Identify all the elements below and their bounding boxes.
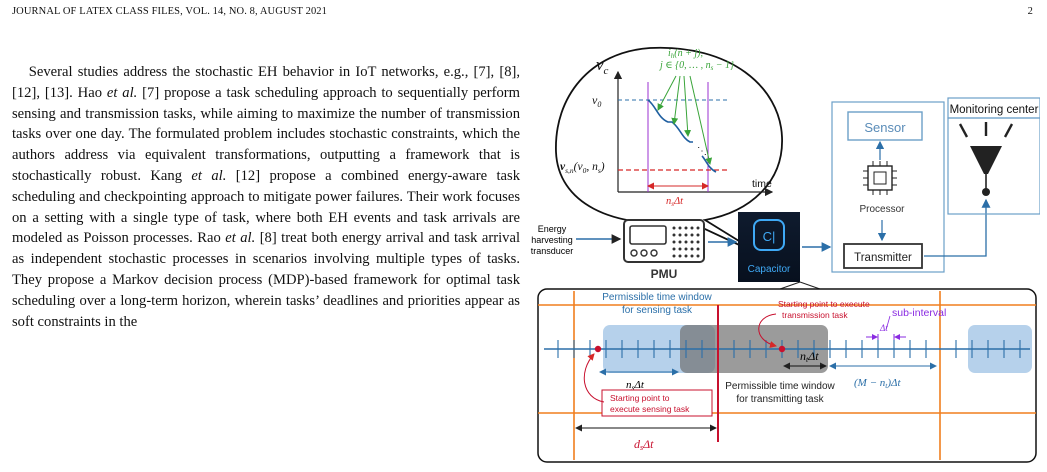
vsn-label: vs,n(v0, ns) [560, 161, 605, 175]
antenna-icon [970, 146, 1002, 174]
voltage-bubble: ⋱ nsΔt vc ih(n + j), j ∈ {0, … , ns − 1}… [555, 46, 783, 258]
sense-window-label: Permissible time window [602, 292, 712, 303]
energy-source: Energy harvesting transducer [531, 224, 574, 256]
capacitor-label: Capacitor [748, 264, 791, 275]
time-axis-label: time [752, 178, 772, 190]
capacitor-icon: C| [763, 229, 776, 244]
svg-text:⋱: ⋱ [697, 146, 707, 157]
sensor-label: Sensor [864, 120, 906, 135]
sub-interval-label: sub-interval [892, 307, 946, 319]
body-text-column: Several studies address the stochastic E… [12, 62, 520, 332]
pmu-label: PMU [651, 267, 678, 281]
svg-text:execute sensing task: execute sensing task [610, 404, 690, 414]
journal-header: JOURNAL OF LATEX CLASS FILES, VOL. 14, N… [12, 6, 327, 17]
task-timeline: nsΔt ntΔt (M − nt)Δt dsΔt Δt sub-interva… [537, 288, 1037, 463]
monitoring-label: Monitoring center [950, 104, 1039, 116]
svg-text:for transmitting task: for transmitting task [736, 394, 824, 405]
related-work-paragraph: Several studies address the stochastic E… [12, 64, 520, 330]
svg-text:transducer: transducer [531, 246, 574, 256]
transmitter-block: Transmitter [843, 243, 923, 269]
ih-label: ih(n + j), [668, 48, 703, 60]
svg-text:transmission task: transmission task [782, 310, 848, 320]
processor-block: Processor [859, 161, 905, 215]
svg-text:harvesting: harvesting [531, 235, 573, 245]
j-set-label: j ∈ {0, … , ns − 1} [658, 60, 734, 72]
v0-label: v0 [592, 93, 601, 109]
running-header: JOURNAL OF LATEX CLASS FILES, VOL. 14, N… [12, 6, 1033, 22]
processor-label: Processor [859, 204, 905, 215]
dt-sub-label: Δt [879, 323, 888, 333]
ns-dt-label: nsΔt [666, 196, 684, 208]
pmu-block: PMU [623, 219, 705, 281]
svg-text:for sensing task: for sensing task [622, 305, 693, 316]
svg-text:Energy: Energy [538, 224, 567, 234]
ds-dt-label: dsΔt [634, 437, 654, 452]
system-figure: ⋱ nsΔt vc ih(n + j), j ∈ {0, … , ns − 1}… [530, 42, 1040, 467]
vc-label: vc [596, 55, 609, 77]
capacitor-block: C| Capacitor [738, 212, 800, 282]
nt-dt-label: ntΔt [800, 349, 819, 364]
tx-window-label: Permissible time window [725, 381, 835, 392]
start-tx-label: Starting point to execute [778, 299, 870, 309]
page-number: 2 [1027, 6, 1033, 17]
iot-node-outline [831, 101, 945, 273]
start-sense-label: Starting point to [610, 393, 670, 403]
monitoring-center: Monitoring center [947, 97, 1040, 215]
ns-dt-timeline-label: nsΔt [626, 379, 645, 392]
sensor-block: Sensor [847, 111, 923, 141]
transmitter-label: Transmitter [854, 252, 912, 264]
m-nt-dt-label: (M − nt)Δt [854, 377, 901, 390]
